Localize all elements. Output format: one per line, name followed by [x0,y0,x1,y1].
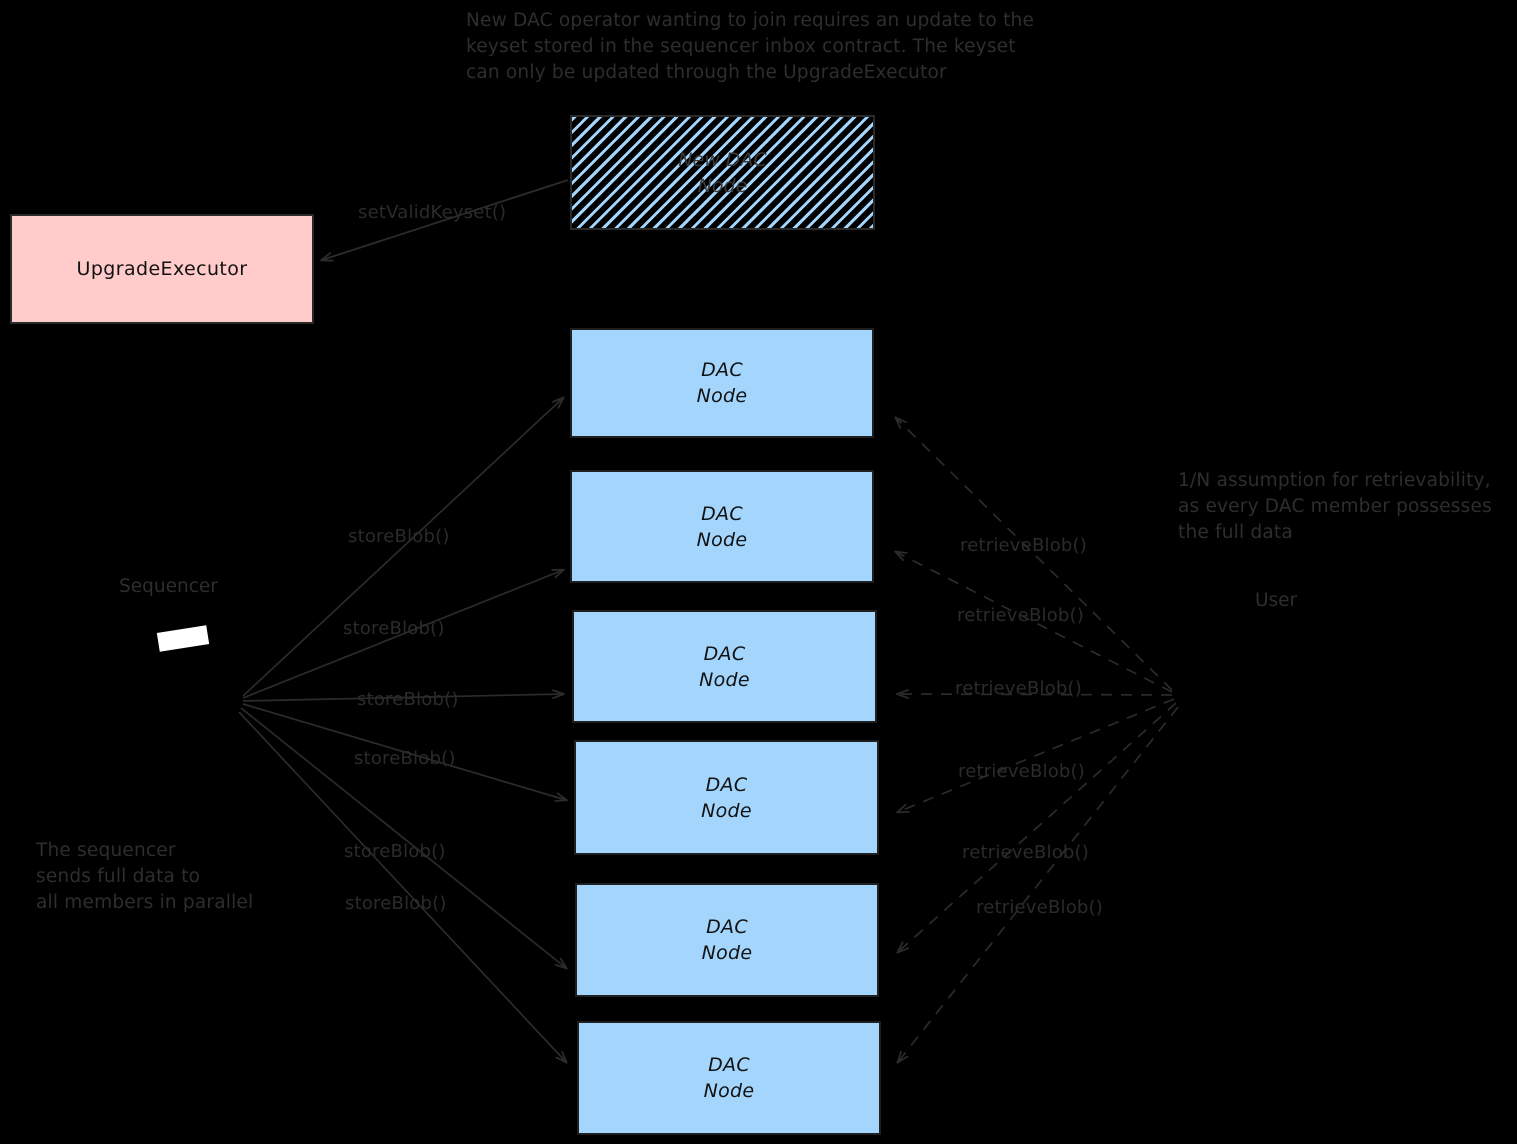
actor-label-user: User [1255,590,1298,611]
box-new-dac-node-label: New DAC Node [678,148,767,197]
box-dac-node-2[interactable]: DAC Node [570,470,874,583]
box-dac-node-1-label: DAC Node [696,359,748,407]
box-dac-node-3-label: DAC Node [699,642,750,691]
note-sequencer-parallel: The sequencer sends full data to all mem… [36,840,254,913]
edge-label-store-blob-1: storeBlob() [348,526,450,547]
edge-label-store-blob-3: storeBlob() [357,689,459,710]
edge-label-set-valid-keyset: setValidKeyset() [358,202,507,223]
box-dac-node-3[interactable]: DAC Node [572,610,877,723]
edge-label-store-blob-4: storeBlob() [354,748,456,769]
box-dac-node-5-label: DAC Node [701,916,753,964]
box-dac-node-4[interactable]: DAC Node [574,740,879,855]
box-dac-node-6-label: DAC Node [703,1054,755,1102]
edge-label-retrieve-blob-2: retrieveBlob() [957,605,1084,626]
edge-label-store-blob-6: storeBlob() [345,893,447,914]
edge-label-retrieve-blob-1: retrieveBlob() [960,535,1087,556]
sequencer-icon [156,625,210,652]
edges-retrieve-blob [894,416,1179,1064]
note-retrievability: 1/N assumption for retrievability, as ev… [1178,470,1492,543]
edge-label-retrieve-blob-6: retrieveBlob() [976,897,1103,918]
box-dac-node-1[interactable]: DAC Node [570,328,874,438]
edge-label-retrieve-blob-5: retrieveBlob() [962,842,1089,863]
edge-label-retrieve-blob-4: retrieveBlob() [958,761,1085,782]
box-dac-node-4-label: DAC Node [701,773,752,822]
actor-label-sequencer: Sequencer [119,576,218,597]
box-dac-node-6[interactable]: DAC Node [577,1021,881,1135]
box-new-dac-node[interactable]: New DAC Node [570,115,875,230]
note-keyset-update: New DAC operator wanting to join require… [466,10,1035,83]
box-dac-node-5[interactable]: DAC Node [575,883,879,997]
box-upgrade-executor-label: UpgradeExecutor [76,258,248,280]
edge-label-store-blob-2: storeBlob() [343,618,445,639]
box-dac-node-2-label: DAC Node [696,502,748,551]
box-upgrade-executor[interactable]: UpgradeExecutor [10,214,314,324]
edge-label-store-blob-5: storeBlob() [344,841,446,862]
edge-label-retrieve-blob-3: retrieveBlob() [955,678,1082,699]
edges-store-blob [238,396,568,1064]
